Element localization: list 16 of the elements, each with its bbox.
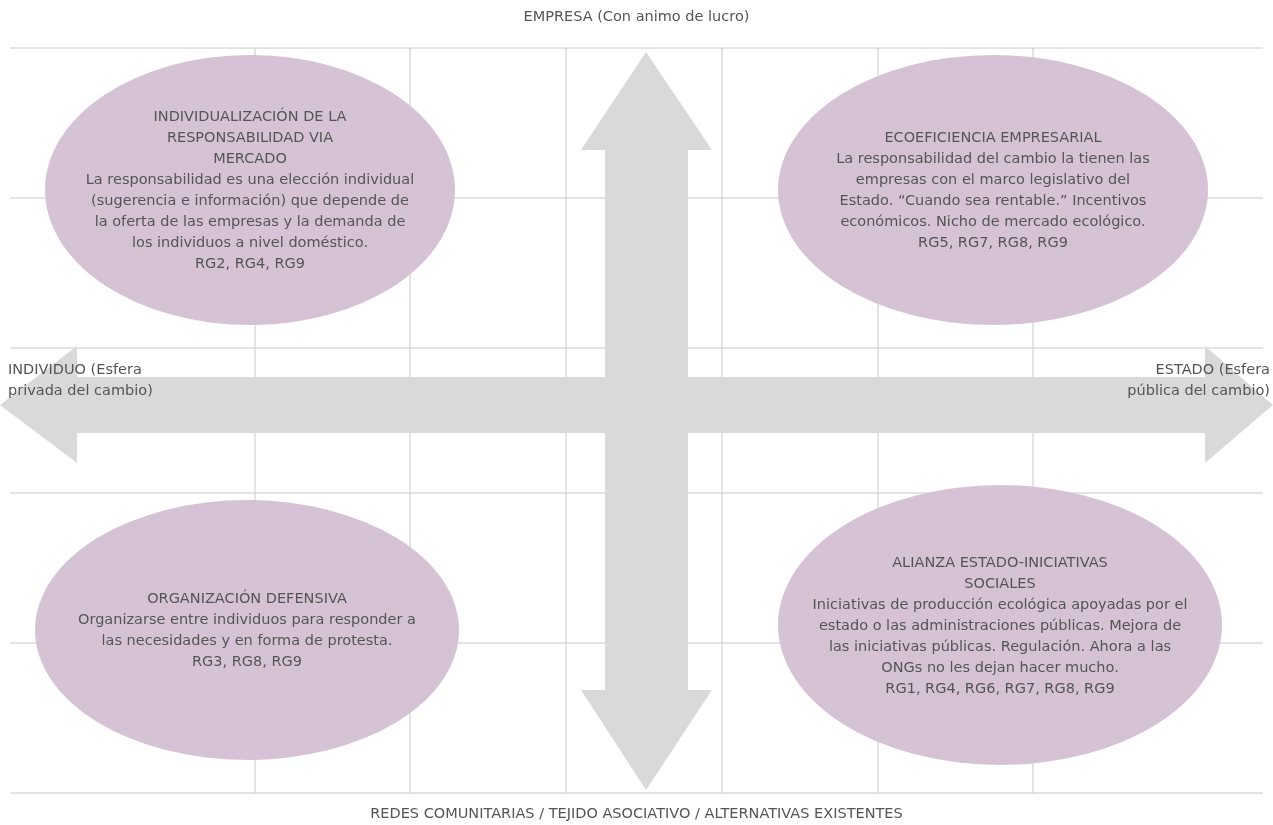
reference-codes: RG2, RG4, RG9 [194, 254, 305, 273]
quadrant-description: La responsabilidad es una elección individual (sugerencia e información) que depende de la oferta de las empresas y la demanda de los individuos a nivel doméstico. [85, 170, 415, 252]
axis-label: REDES COMUNITARIAS / TEJIDO ASOCIATIVO / ALTERNATIVAS EXISTENTES [370, 805, 903, 821]
quadrant-heading: ALIANZA ESTADO-INICIATIVAS SOCIALES [891, 552, 1109, 593]
quadrant-description: Iniciativas de producción ecológica apoyadas por el estado o las administraciones públicas. Mejora de las iniciativas públicas. Regulación. Ahora a las ONGs no les dejan hacer mucho. [811, 594, 1189, 677]
reference-codes: RG3, RG8, RG9 [191, 652, 302, 671]
reference-codes: RG1, RG4, RG6, RG7, RG8, RG9 [885, 678, 1115, 698]
quadrant-description: Organizarse entre individuos para responder a las necesidades y en forma de protesta. [77, 610, 417, 650]
axis-label: INDIVIDUO (Esfera privada del cambio) [8, 360, 153, 400]
quadrant-heading: ORGANIZACIÓN DEFENSIVA [147, 588, 347, 608]
quadrant-heading: ECOEFICIENCIA EMPRESARIAL [884, 128, 1102, 147]
axis-label: EMPRESA (Con animo de lucro) [523, 8, 750, 24]
quadrant-heading: INDIVIDUALIZACIÓN DE LA RESPONSABILIDAD VIA MERCADO [152, 106, 348, 168]
reference-codes: RG5, RG7, RG8, RG9 [918, 233, 1068, 252]
axis-label: ESTADO (Esfera pública del cambio) [1126, 360, 1270, 400]
quadrant-description: La responsabilidad del cambio la tienen las empresas con el marco legislativo del Estado. “Cuando sea rentable.” Incentivos económicos. Nicho de mercado ecológico. [835, 149, 1151, 231]
